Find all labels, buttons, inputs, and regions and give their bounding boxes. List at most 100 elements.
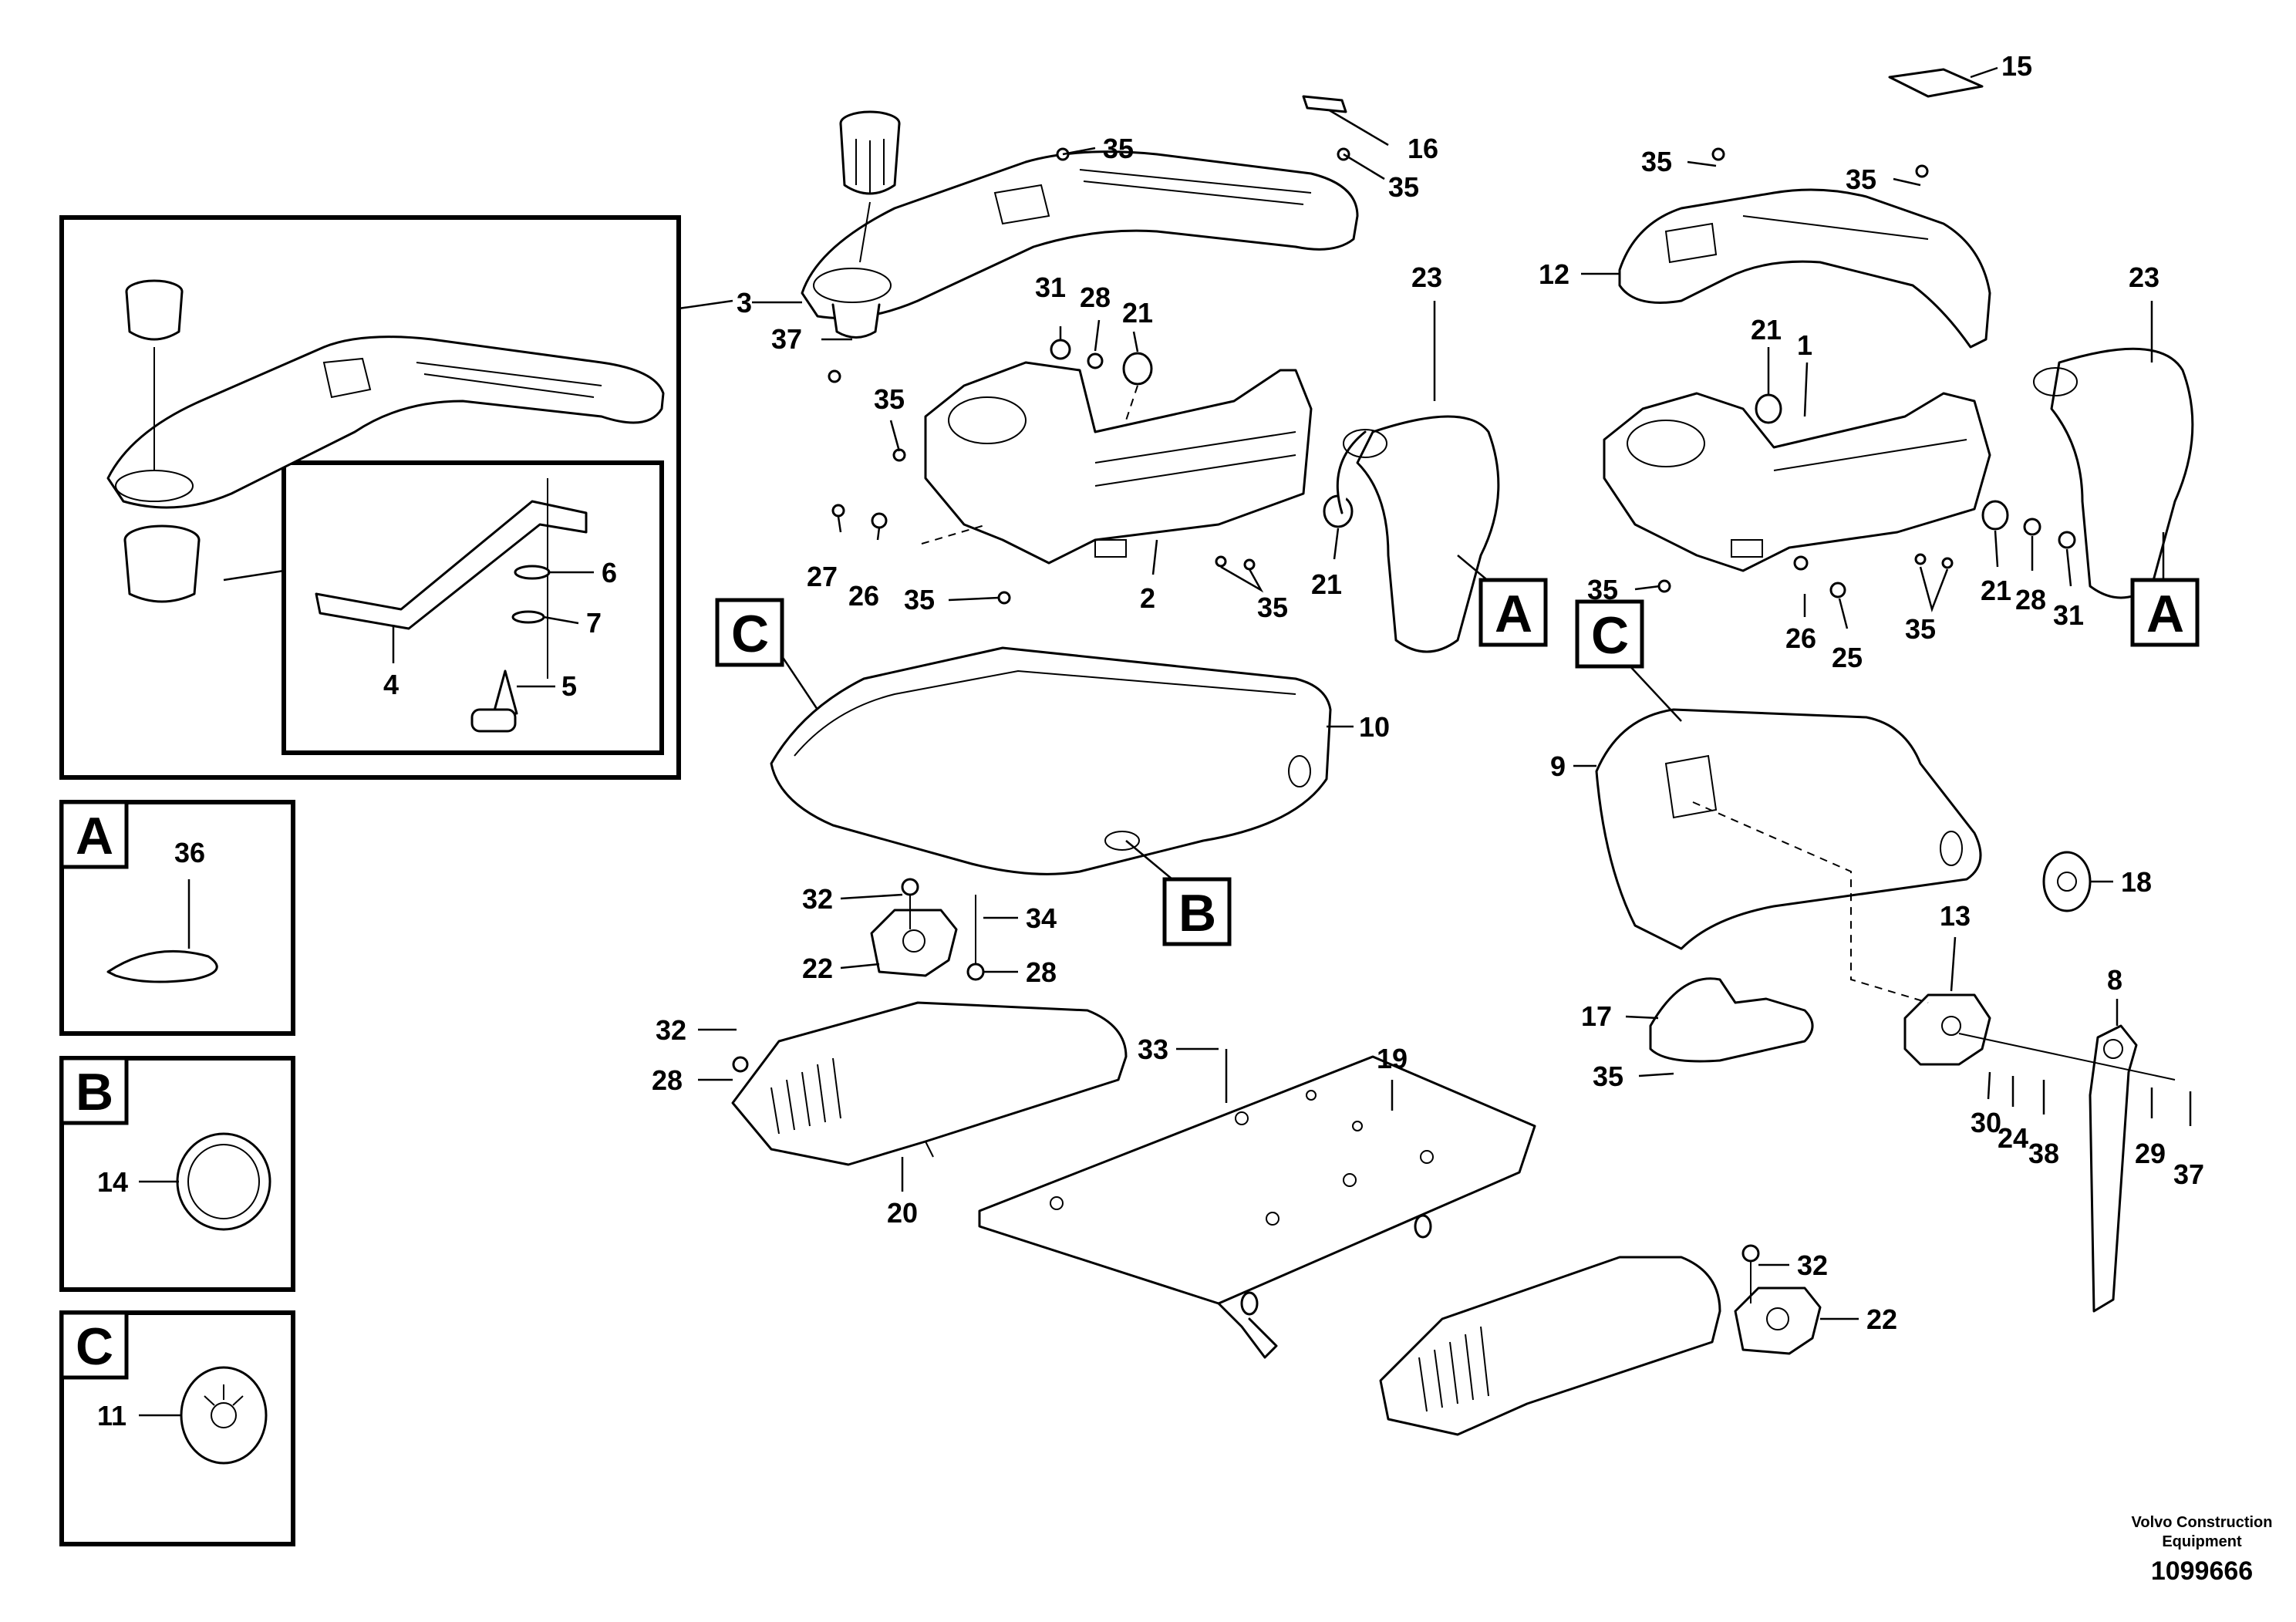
center-heater-box-2-drawing [1379,1256,1721,1436]
callout-21-a: 21 [1122,297,1153,329]
brand-line-2: Equipment [2162,1533,2242,1550]
callout-35-g: 35 [1846,164,1876,195]
inset-armrest-cover-drawing [106,336,665,509]
callout-30: 30 [1971,1107,2001,1138]
callout-31-b: 31 [2053,599,2084,631]
callout-20: 20 [887,1197,918,1229]
callout-35-c: 35 [874,383,905,415]
view-b-label: B [76,1063,113,1121]
callout-27: 27 [807,561,838,592]
center-motor-drawing [870,878,985,981]
callout-24: 24 [1998,1122,2028,1154]
view-box-c: C 11 [59,1310,295,1546]
view-c-label: C [76,1317,113,1376]
callout-14: 14 [97,1166,128,1198]
callout-22-a: 22 [802,953,833,984]
callout-15: 15 [2001,50,2032,82]
callout-38: 38 [2028,1138,2059,1169]
callout-32-b: 32 [656,1014,686,1046]
center-view-tags: C B A [715,578,1548,946]
callout-10: 10 [1359,711,1390,743]
cable-tie-drawing [106,949,218,983]
callout-21-c: 21 [1751,314,1782,346]
callout-35-d: 35 [904,584,935,615]
callout-26-a: 26 [848,580,879,612]
center-armrest-top-drawing [801,150,1359,339]
center-tag-b: B [1178,884,1216,943]
right-view-tags: C A [1575,578,2200,669]
callout-12: 12 [1539,258,1569,290]
callout-7: 7 [586,607,602,639]
callout-32-a: 32 [802,883,833,915]
right-console-frame-drawing [1603,392,1991,572]
plug-cap-drawing [180,1366,268,1465]
center-tag-c: C [731,605,769,663]
callout-21-b: 21 [1311,568,1342,600]
callout-36: 36 [174,837,205,868]
callout-9: 9 [1550,750,1566,782]
callout-33: 33 [1138,1034,1168,1065]
detail-inset-frame [59,215,733,780]
callout-35-b: 35 [1388,171,1419,203]
callout-28-d: 28 [2015,584,2046,615]
callout-26-b: 26 [1785,622,1816,654]
center-callouts: 35 35 16 3 37 31 28 21 35 27 26 35 2 35 … [737,95,1442,880]
callout-29: 29 [2135,1138,2166,1169]
right-small-cover-drawing [1649,977,1814,1063]
callout-19: 19 [1377,1043,1408,1074]
callout-35-j: 35 [1593,1061,1623,1092]
callout-28-c: 28 [652,1064,683,1096]
callout-35-f: 35 [1641,146,1672,177]
right-vent-knob-drawing [2042,851,2092,912]
center-lower-callouts: 32 22 34 28 32 28 20 33 19 32 22 [652,883,1897,1335]
callout-28-a: 28 [1080,282,1111,313]
callout-35-e: 35 [1257,592,1288,623]
center-console-frame-drawing [924,361,1313,565]
center-lower-cover-drawing [770,646,1332,875]
inset-cupholder-drawing [123,524,201,603]
center-tag-a: A [1495,585,1532,643]
callout-11: 11 [97,1400,126,1431]
callout-37-b: 37 [2173,1158,2204,1190]
callout-4: 4 [383,669,399,700]
brand-line-1: Volvo Construction [2132,1514,2273,1531]
inset-knob-drawing [125,279,184,470]
callout-34: 34 [1026,902,1057,934]
ring-seal-drawing [176,1132,271,1231]
callout-32-c: 32 [1797,1249,1828,1281]
center-motor-2-drawing [1734,1244,1822,1355]
callout-3: 3 [737,287,752,319]
view-a-label: A [76,807,113,865]
callout-22-b: 22 [1866,1303,1897,1335]
callout-6: 6 [602,557,617,588]
callout-1: 1 [1797,329,1812,361]
document-number: 1099666 [2151,1556,2253,1586]
callout-13: 13 [1940,900,1971,932]
right-tag-a: A [2146,585,2184,643]
callout-16: 16 [1408,133,1438,164]
callout-5: 5 [561,670,577,702]
callout-31-a: 31 [1035,271,1066,303]
right-armrest-top-drawing [1618,68,1991,349]
callout-35-a: 35 [1103,133,1134,164]
callout-23-a: 23 [1411,261,1442,293]
inset-callouts: 6 7 4 5 [383,557,617,702]
callout-21-d: 21 [1981,575,2011,606]
callout-17: 17 [1581,1000,1612,1032]
right-tag-c: C [1591,606,1629,665]
center-heater-box-drawing [731,1001,1128,1166]
right-lower-cover-drawing [1595,708,1982,950]
right-switch-drawing [1692,801,2176,1313]
view-box-b: B 14 [59,1056,295,1292]
callout-8: 8 [2107,964,2122,996]
center-knob-drawing [839,110,901,263]
inset-lever-drawing [315,478,588,733]
callout-37-a: 37 [771,323,802,355]
callout-28-b: 28 [1026,956,1057,988]
center-hardware-drawing [828,147,1354,605]
callout-23-b: 23 [2129,261,2159,293]
center-base-plate-drawing [978,1055,1536,1359]
callout-18: 18 [2121,866,2152,898]
callout-25: 25 [1832,642,1863,673]
